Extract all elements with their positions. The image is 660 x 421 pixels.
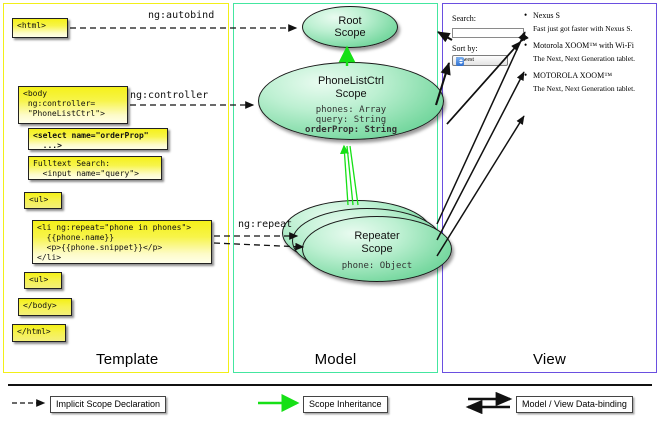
panel-template: Template (3, 3, 229, 373)
phonelistctrl-title-2: Scope (335, 88, 367, 100)
view-form: Search: Sort by: Newest (452, 14, 530, 66)
code-box-select: <select name="orderProp" ...> (28, 128, 168, 150)
phonelistctrl-prop-phones: phones: Array (315, 105, 387, 115)
scope-ellipse-repeater: Repeater Scope phone: Object (302, 216, 452, 282)
phonelistctrl-title-1: PhoneListCtrl (317, 75, 385, 87)
phone-name: Nexus S (524, 10, 652, 21)
code-box-ul-open: <ul> (24, 192, 62, 209)
phone-snippet: The Next, Next Generation tablet. (533, 54, 636, 63)
phone-snippet: The Next, Next Generation tablet. (533, 84, 636, 93)
phonelistctrl-prop-query: query: String (315, 115, 387, 125)
legend-icon-double-arrow (465, 391, 513, 415)
scope-ellipse-phonelistctrl: PhoneListCtrl Scope phones: Array query:… (258, 62, 444, 140)
phone-name: Motorola XOOM™ with Wi-Fi (524, 40, 652, 51)
code-box-html-close: </html> (12, 324, 66, 342)
phone-name: MOTOROLA XOOM™ (524, 70, 652, 81)
code-box-html-open: <html> (12, 18, 68, 38)
search-input[interactable] (452, 27, 524, 38)
panel-model: Model (233, 3, 438, 373)
legend-divider (8, 384, 652, 386)
connector-label-controller: ng:controller (130, 90, 209, 101)
connector-label-autobind: ng:autobind (148, 10, 215, 21)
code-box-body-open: <body ng:controller= "PhoneListCtrl"> (18, 86, 128, 124)
code-box-body-close: </body> (18, 298, 72, 316)
repeater-title-1: Repeater (354, 230, 400, 242)
legend-label-model-view-data-binding: Model / View Data-binding (516, 396, 633, 413)
list-item[interactable]: Nexus S Fast just got faster with Nexus … (524, 10, 652, 34)
panel-template-label: Template (96, 351, 159, 368)
chevron-updown-icon[interactable] (456, 57, 464, 66)
code-box-search-input: Fulltext Search: <input name="query"> (28, 156, 162, 180)
repeater-prop-phone: phone: Object (341, 261, 413, 271)
scope-ellipse-root: Root Scope (302, 6, 398, 48)
list-item[interactable]: Motorola XOOM™ with Wi-Fi The Next, Next… (524, 40, 652, 64)
legend-label-implicit-scope-declaration: Implicit Scope Declaration (50, 396, 167, 413)
panel-view-label: View (532, 351, 567, 368)
legend-label-scope-inheritance: Scope Inheritance (303, 396, 388, 413)
code-box-ul-close: <ul> (24, 272, 62, 289)
phone-snippet: Fast just got faster with Nexus S. (533, 24, 633, 33)
repeater-title-2: Scope (361, 243, 393, 255)
sort-by-label: Sort by: (452, 44, 478, 53)
connector-label-repeat: ng:repeat (238, 219, 293, 230)
root-scope-title-2: Scope (334, 27, 366, 39)
phonelistctrl-prop-orderprop: orderProp: String (304, 125, 398, 135)
code-box-li-repeat: <li ng:repeat="phone in phones"> {{phone… (32, 220, 212, 264)
root-scope-title-1: Root (338, 15, 362, 27)
phone-list: Nexus S Fast just got faster with Nexus … (524, 10, 652, 100)
panel-model-label: Model (314, 351, 357, 368)
search-label: Search: (452, 14, 476, 23)
sort-by-select[interactable]: Newest (452, 55, 508, 66)
list-item[interactable]: MOTOROLA XOOM™ The Next, Next Generation… (524, 70, 652, 94)
